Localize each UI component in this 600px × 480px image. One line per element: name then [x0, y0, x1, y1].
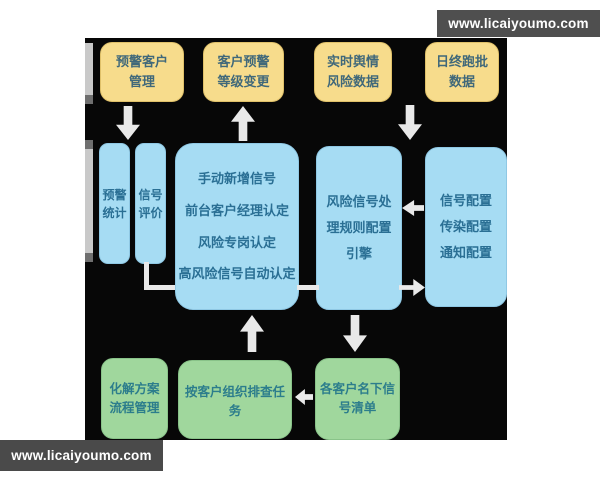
node-label: 化解方案 流程管理	[109, 381, 160, 415]
node-warning-level-change: 客户预警 等级变更	[203, 42, 284, 102]
connector-evaluation-elbow-v	[144, 262, 149, 290]
connector-recognition-to-configs	[297, 285, 319, 290]
node-label: 各客户名下信 号清单	[319, 382, 395, 415]
watermark-top-text: www.licaiyoumo.com	[448, 16, 589, 31]
arrow-down-engine-to-signal-list	[343, 315, 367, 352]
connector-evaluation-elbow-h	[144, 285, 175, 290]
arrow-left-signal-list-to-task	[295, 389, 313, 405]
cropped-box-remnant	[85, 95, 93, 104]
arrow-down-from-data-sources	[398, 105, 422, 140]
watermark-bottom-text: www.licaiyoumo.com	[11, 448, 152, 463]
arrow-up-task-to-recognition	[240, 315, 264, 352]
node-config-list: 信号配置 传染配置 通知配置	[425, 147, 507, 307]
cropped-box-remnant	[85, 140, 93, 149]
watermark-top: www.licaiyoumo.com	[437, 10, 600, 37]
node-signal-recognition: 手动新增信号 前台客户经理认定 风险专岗认定 高风险信号自动认定	[175, 143, 299, 310]
node-realtime-sentiment-data: 实时舆情 风险数据	[314, 42, 392, 102]
node-label: 信号 评价	[138, 187, 163, 220]
node-label: 客户预警 等级变更	[217, 53, 270, 89]
node-day-end-batch-data: 日终跑批 数据	[425, 42, 499, 102]
diagram-canvas: 预警客户 管理 客户预警 等级变更 实时舆情 风险数据 日终跑批 数据 预警 统…	[85, 38, 507, 440]
node-label: 手动新增信号 前台客户经理认定 风险专岗认定 高风险信号自动认定	[178, 170, 296, 282]
arrow-left-configs-to-engine	[402, 200, 424, 216]
watermark-bottom: www.licaiyoumo.com	[0, 440, 163, 471]
node-warning-stats: 预警 统计	[99, 143, 130, 264]
node-signal-evaluation: 信号 评价	[135, 143, 166, 264]
node-label: 信号配置 传染配置 通知配置	[439, 193, 492, 260]
node-label: 按客户组织排查任务	[184, 384, 285, 418]
node-customer-signal-list: 各客户名下信 号清单	[315, 358, 400, 440]
node-label: 预警客户 管理	[115, 53, 168, 89]
arrow-down-to-warning-stats	[116, 106, 140, 140]
cropped-box-remnant	[85, 253, 93, 262]
cropped-box-remnant	[85, 149, 93, 253]
cropped-box-remnant	[85, 43, 93, 95]
node-label: 风险信号处 理规则配置 引擎	[326, 194, 392, 261]
node-label: 实时舆情 风险数据	[326, 53, 379, 89]
node-rule-config-engine: 风险信号处 理规则配置 引擎	[316, 146, 402, 310]
arrow-right-engine-to-configs	[399, 279, 425, 296]
arrow-up-to-level-change	[231, 106, 255, 141]
node-investigation-task: 按客户组织排查任务	[178, 360, 292, 439]
node-label: 预警 统计	[102, 187, 127, 220]
node-resolution-process: 化解方案 流程管理	[101, 358, 168, 439]
node-warning-customer-mgmt: 预警客户 管理	[100, 42, 184, 102]
node-label: 日终跑批 数据	[435, 53, 488, 89]
